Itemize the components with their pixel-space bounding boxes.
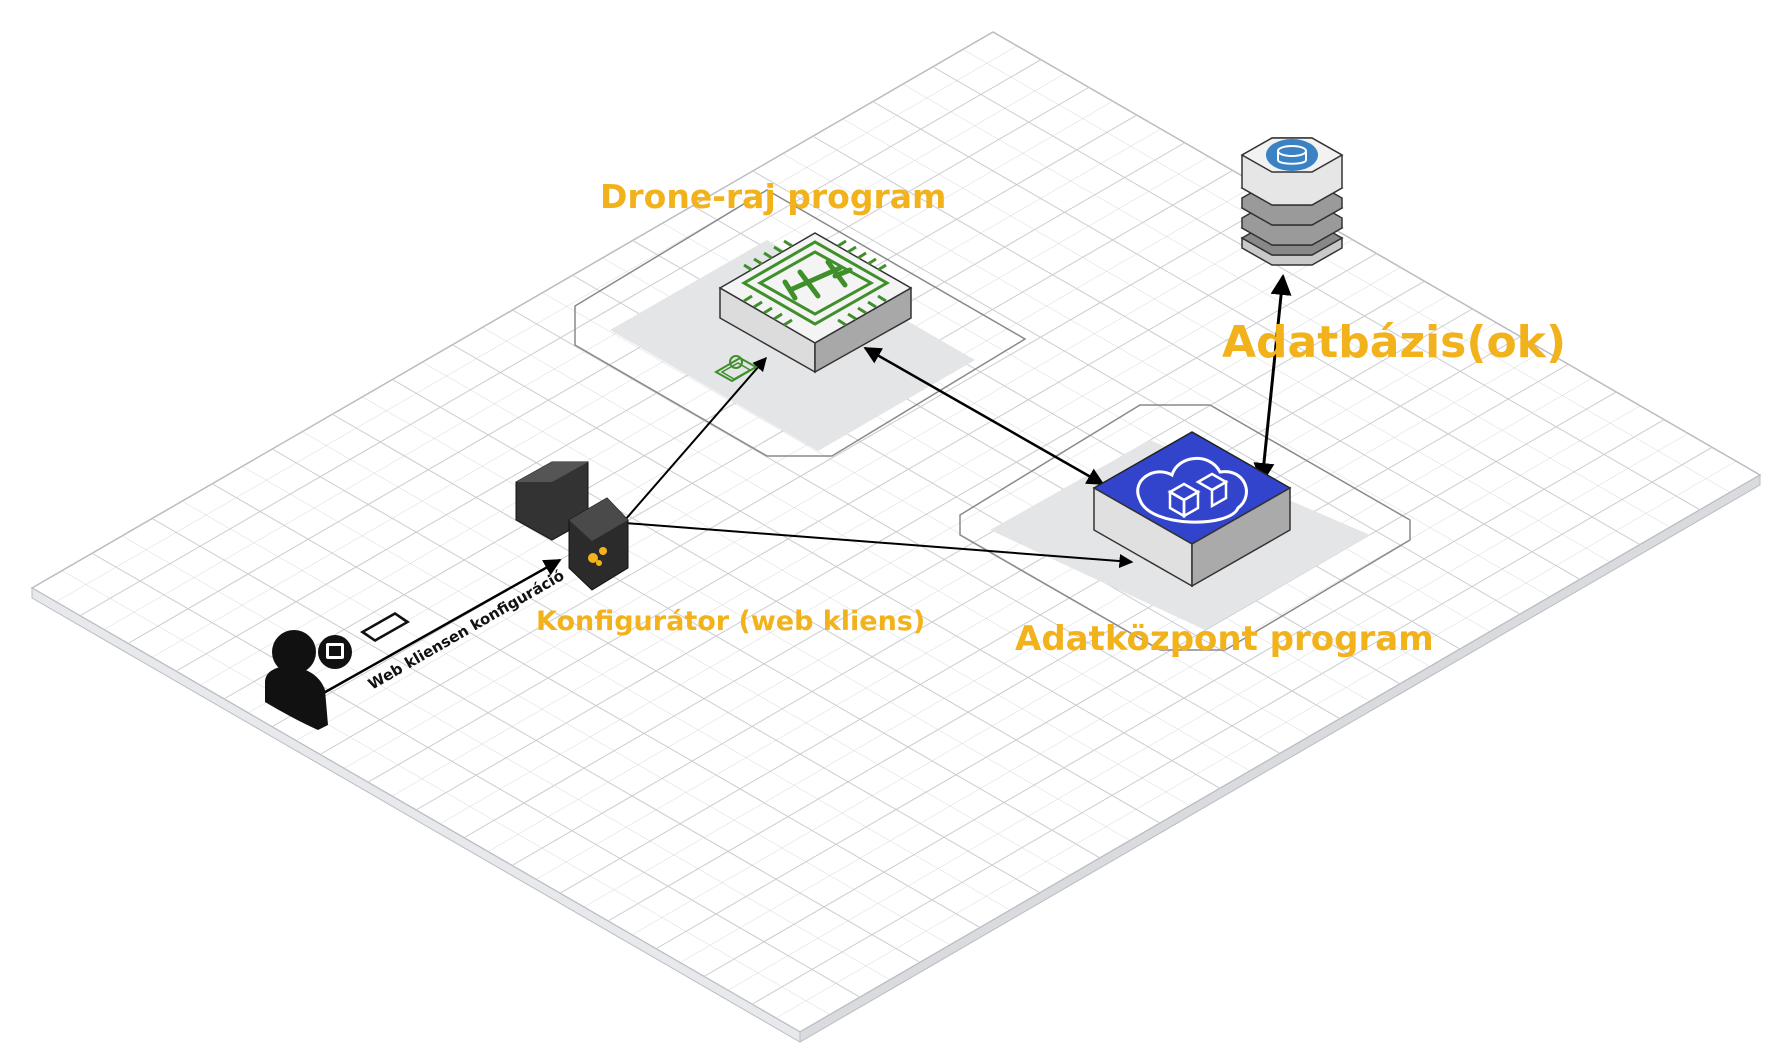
- grid-line: [362, 396, 1131, 841]
- grid-line: [583, 350, 1545, 908]
- floor-grid: [55, 45, 1737, 1019]
- user-icon: [265, 630, 328, 730]
- grid-line: [151, 101, 1113, 658]
- grid-line: [242, 466, 1011, 911]
- grid-line: [127, 86, 1090, 644]
- grid-line: [782, 153, 1551, 598]
- drone-chip-icon: [718, 232, 913, 374]
- grid-line: [655, 391, 1617, 950]
- grid-line: [295, 184, 1257, 741]
- grid-line: [631, 377, 1593, 936]
- grid-line: [962, 49, 1731, 493]
- zone-badge-icon: [713, 355, 759, 383]
- grid-line: [511, 308, 1473, 866]
- mobile-icon: [360, 612, 410, 642]
- grid-line: [175, 114, 1138, 672]
- grid-line: [391, 239, 1353, 797]
- configurator-server-icon: [515, 461, 629, 591]
- grid-line: [559, 336, 1521, 894]
- arrow-configurator-to-datacenter: [624, 522, 1134, 569]
- grid-line: [121, 535, 891, 980]
- arrow-datacenter-database: [1253, 273, 1292, 485]
- arrow-drone-datacenter: [863, 346, 1105, 486]
- grid-line: [751, 446, 1713, 1005]
- grid-line: [79, 59, 1042, 617]
- drone-program-label: Drone-raj program: [600, 177, 946, 216]
- database-stack-icon: [1240, 137, 1344, 266]
- grid-line: [482, 327, 1251, 772]
- grid-line: [422, 361, 1191, 806]
- grid-line: [319, 197, 1281, 755]
- connections: [319, 273, 1292, 697]
- grid-line: [535, 322, 1497, 880]
- grid-line: [703, 419, 1665, 977]
- grid-line: [61, 570, 831, 1015]
- grid-line: [415, 253, 1377, 811]
- grid-line: [367, 225, 1329, 783]
- grid-line: [343, 211, 1305, 769]
- desktop-icon: [318, 635, 352, 669]
- grid-line: [679, 405, 1641, 963]
- grid-line: [842, 118, 1611, 563]
- grid-line: [55, 45, 1018, 603]
- grid-line: [607, 363, 1569, 922]
- grid-line: [542, 292, 1311, 737]
- cloud-cubes-icon: [1092, 431, 1292, 588]
- iso-floor: [30, 31, 1762, 1043]
- grid-line: [223, 142, 1186, 700]
- grid-line: [775, 460, 1737, 1019]
- arrow-configurator-to-drone: [624, 356, 767, 521]
- grid-line: [271, 170, 1233, 728]
- arrow-user-to-configurator: [319, 558, 562, 697]
- grid-line: [727, 433, 1689, 991]
- grid-line: [302, 431, 1071, 876]
- configurator-label: Konfigurátor (web kliens): [536, 606, 925, 637]
- grid-line: [182, 500, 951, 946]
- datacenter-label: Adatközpont program: [1015, 619, 1434, 659]
- grid-line: [103, 73, 1066, 630]
- grid-line: [247, 156, 1209, 714]
- grid-line: [199, 128, 1161, 686]
- database-label: Adatbázis(ok): [1222, 317, 1566, 368]
